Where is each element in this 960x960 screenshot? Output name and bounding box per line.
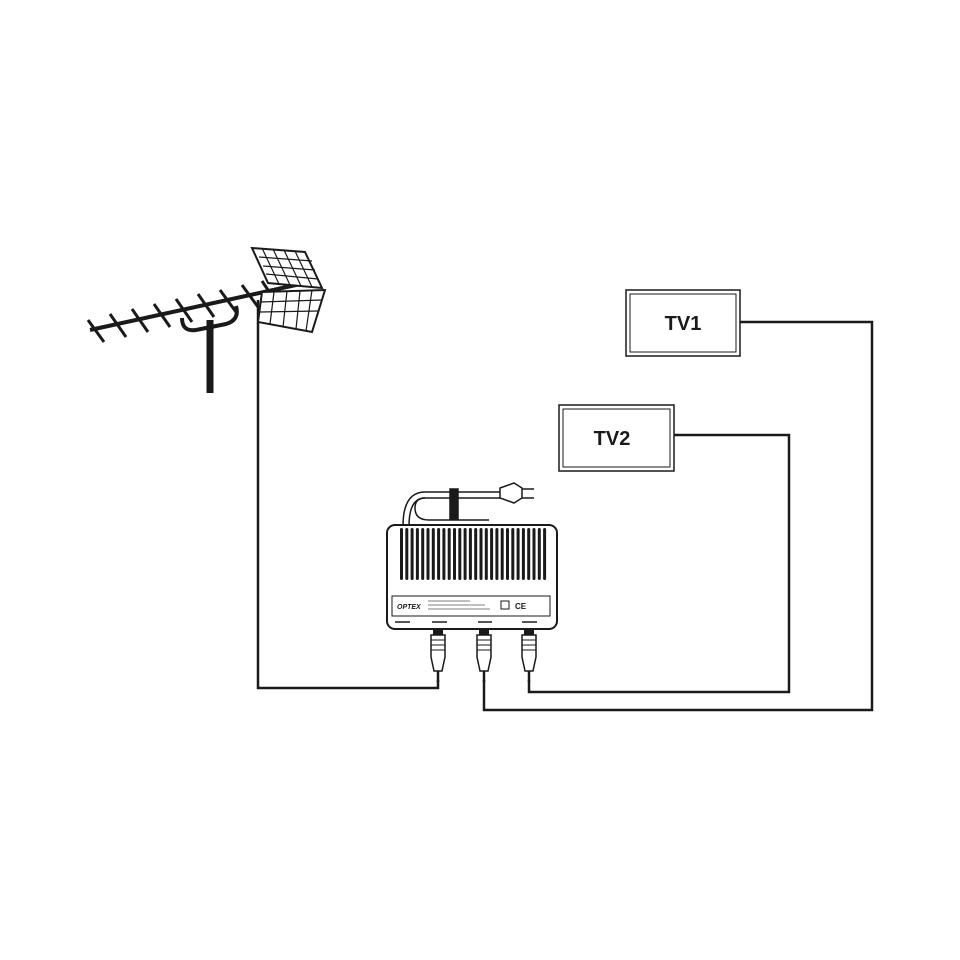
fin <box>527 528 531 580</box>
cables <box>256 300 874 712</box>
power-plug-icon <box>402 482 534 527</box>
fin <box>490 528 494 580</box>
fin <box>437 528 441 580</box>
fin <box>500 528 504 580</box>
tv1-label: TV1 <box>665 313 702 335</box>
amplifier-splitter: OPTEX CE <box>386 524 558 682</box>
fin <box>410 528 414 580</box>
fin <box>537 528 541 580</box>
tv2-label: TV2 <box>594 428 631 450</box>
fin <box>506 528 509 580</box>
fin <box>458 528 462 580</box>
fin <box>405 528 409 580</box>
coax-connector-icon <box>476 629 492 682</box>
fin <box>431 528 435 580</box>
tv2-cable <box>527 433 791 694</box>
fin <box>484 528 488 580</box>
tv1: TV1 <box>625 289 741 357</box>
coax-connector-icon <box>430 629 446 682</box>
fin <box>463 528 467 580</box>
coax-connector-icon <box>521 629 537 682</box>
fin <box>426 528 430 580</box>
tv2: TV2 <box>558 404 675 472</box>
antenna-cable <box>256 300 440 690</box>
brand-logo: OPTEX <box>397 604 422 611</box>
tv1-cable <box>482 320 874 712</box>
fin <box>532 528 536 580</box>
fin <box>442 528 446 580</box>
fin <box>421 528 425 580</box>
fin <box>474 528 478 580</box>
fin <box>521 528 525 580</box>
fin <box>453 528 456 580</box>
fin <box>516 528 520 580</box>
fin <box>543 528 547 580</box>
heatsink-fins <box>400 528 547 580</box>
fin <box>511 528 515 580</box>
fin <box>495 528 499 580</box>
ce-mark: CE <box>515 602 527 611</box>
fin <box>447 528 451 580</box>
antenna-icon <box>86 246 327 393</box>
fin <box>415 528 419 580</box>
fin <box>468 528 472 580</box>
fin <box>400 528 403 580</box>
fin <box>479 528 483 580</box>
